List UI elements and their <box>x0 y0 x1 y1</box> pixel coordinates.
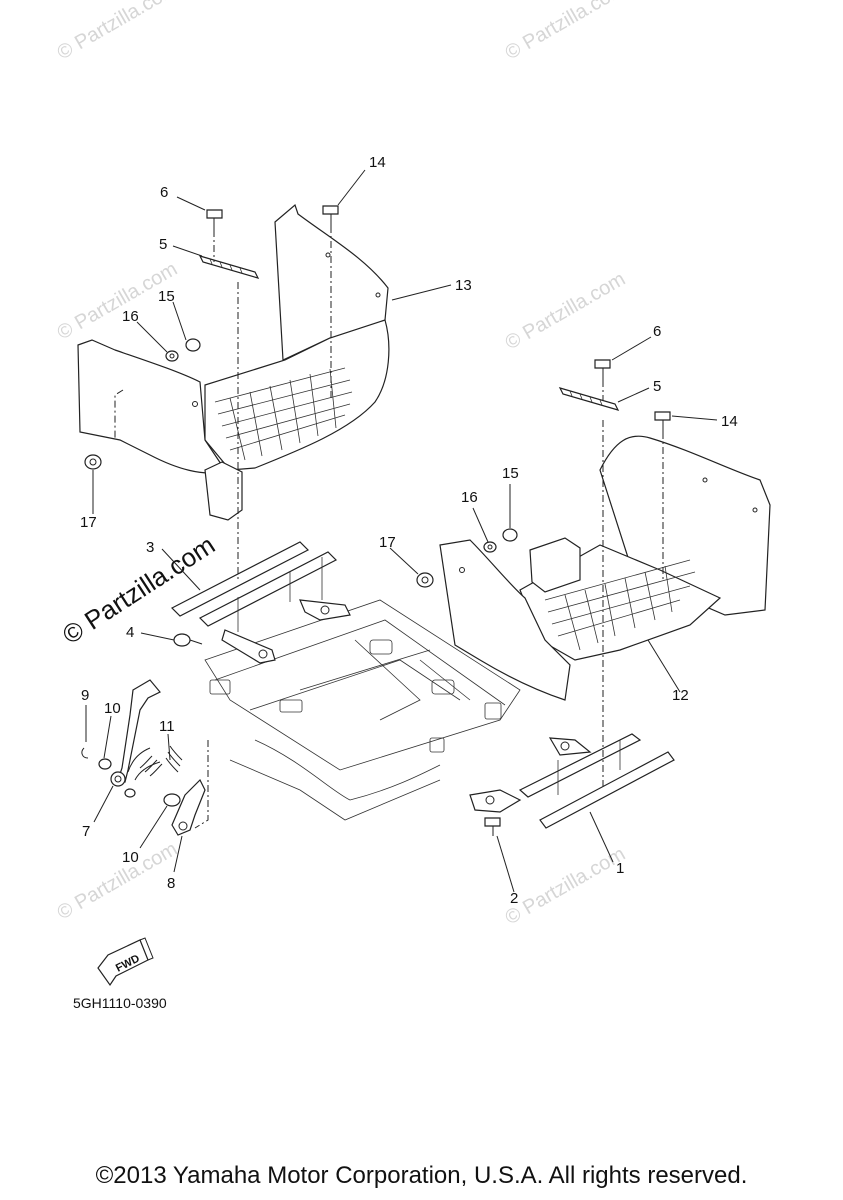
bolt-2 <box>484 817 501 836</box>
callout-1: 1 <box>616 860 624 877</box>
callout-15: 15 <box>158 288 175 305</box>
watermark-main: © Partzilla.com <box>57 529 220 650</box>
watermark: © Partzilla.com <box>502 268 630 354</box>
callout-12: 12 <box>672 687 689 704</box>
callout-10: 10 <box>104 700 121 717</box>
callout-13: 13 <box>455 277 472 294</box>
bolt-14-right <box>654 411 671 432</box>
frame <box>204 599 521 821</box>
callout-17: 17 <box>379 534 396 551</box>
callouts: 1 2 3 4 5 5 6 6 7 8 9 10 10 11 12 13 14 … <box>80 154 738 907</box>
callout-6: 6 <box>653 323 661 340</box>
watermark: © Partzilla.com <box>54 0 182 64</box>
callout-7: 7 <box>82 823 90 840</box>
bolt-6-right <box>594 359 611 380</box>
callout-6: 6 <box>160 184 168 201</box>
callout-11: 11 <box>159 718 175 735</box>
callout-5: 5 <box>159 236 167 253</box>
callout-15: 15 <box>502 465 519 482</box>
stay-right <box>469 733 675 829</box>
callout-4: 4 <box>126 624 134 641</box>
bolt-6-left <box>206 209 223 230</box>
brake-pedal-assembly <box>81 679 206 836</box>
nut-17-left <box>84 454 102 470</box>
callout-17: 17 <box>80 514 97 531</box>
callout-10: 10 <box>122 849 139 866</box>
plate-5-right <box>558 387 620 411</box>
fwd-arrow: FWD <box>97 937 154 987</box>
callout-2: 2 <box>510 890 518 907</box>
callout-16: 16 <box>122 308 139 325</box>
callout-8: 8 <box>167 875 175 892</box>
diagram-code: 5GH1110-0390 <box>73 995 167 1011</box>
footrest-right <box>439 435 771 701</box>
callout-14: 14 <box>369 154 386 171</box>
screw-15-right <box>502 528 518 542</box>
nut-17-right <box>416 572 434 588</box>
washer-16-left <box>165 350 179 362</box>
bolt-4 <box>173 633 203 647</box>
watermark: © Partzilla.com <box>54 838 182 924</box>
callout-5: 5 <box>653 378 661 395</box>
washer-16-right <box>483 541 497 553</box>
copyright-notice: ©2013 Yamaha Motor Corporation, U.S.A. A… <box>95 1162 748 1189</box>
footrest-left <box>77 203 390 521</box>
callout-14: 14 <box>721 413 738 430</box>
callout-9: 9 <box>81 687 89 704</box>
bolt-14-left <box>322 205 339 226</box>
callout-16: 16 <box>461 489 478 506</box>
callout-3: 3 <box>146 539 154 556</box>
stay-left <box>170 541 351 664</box>
plate-5-left <box>198 255 260 279</box>
assembly-lines <box>114 226 664 829</box>
screw-15-left <box>185 338 201 352</box>
leader-lines <box>85 169 718 893</box>
watermark: © Partzilla.com <box>502 0 630 64</box>
